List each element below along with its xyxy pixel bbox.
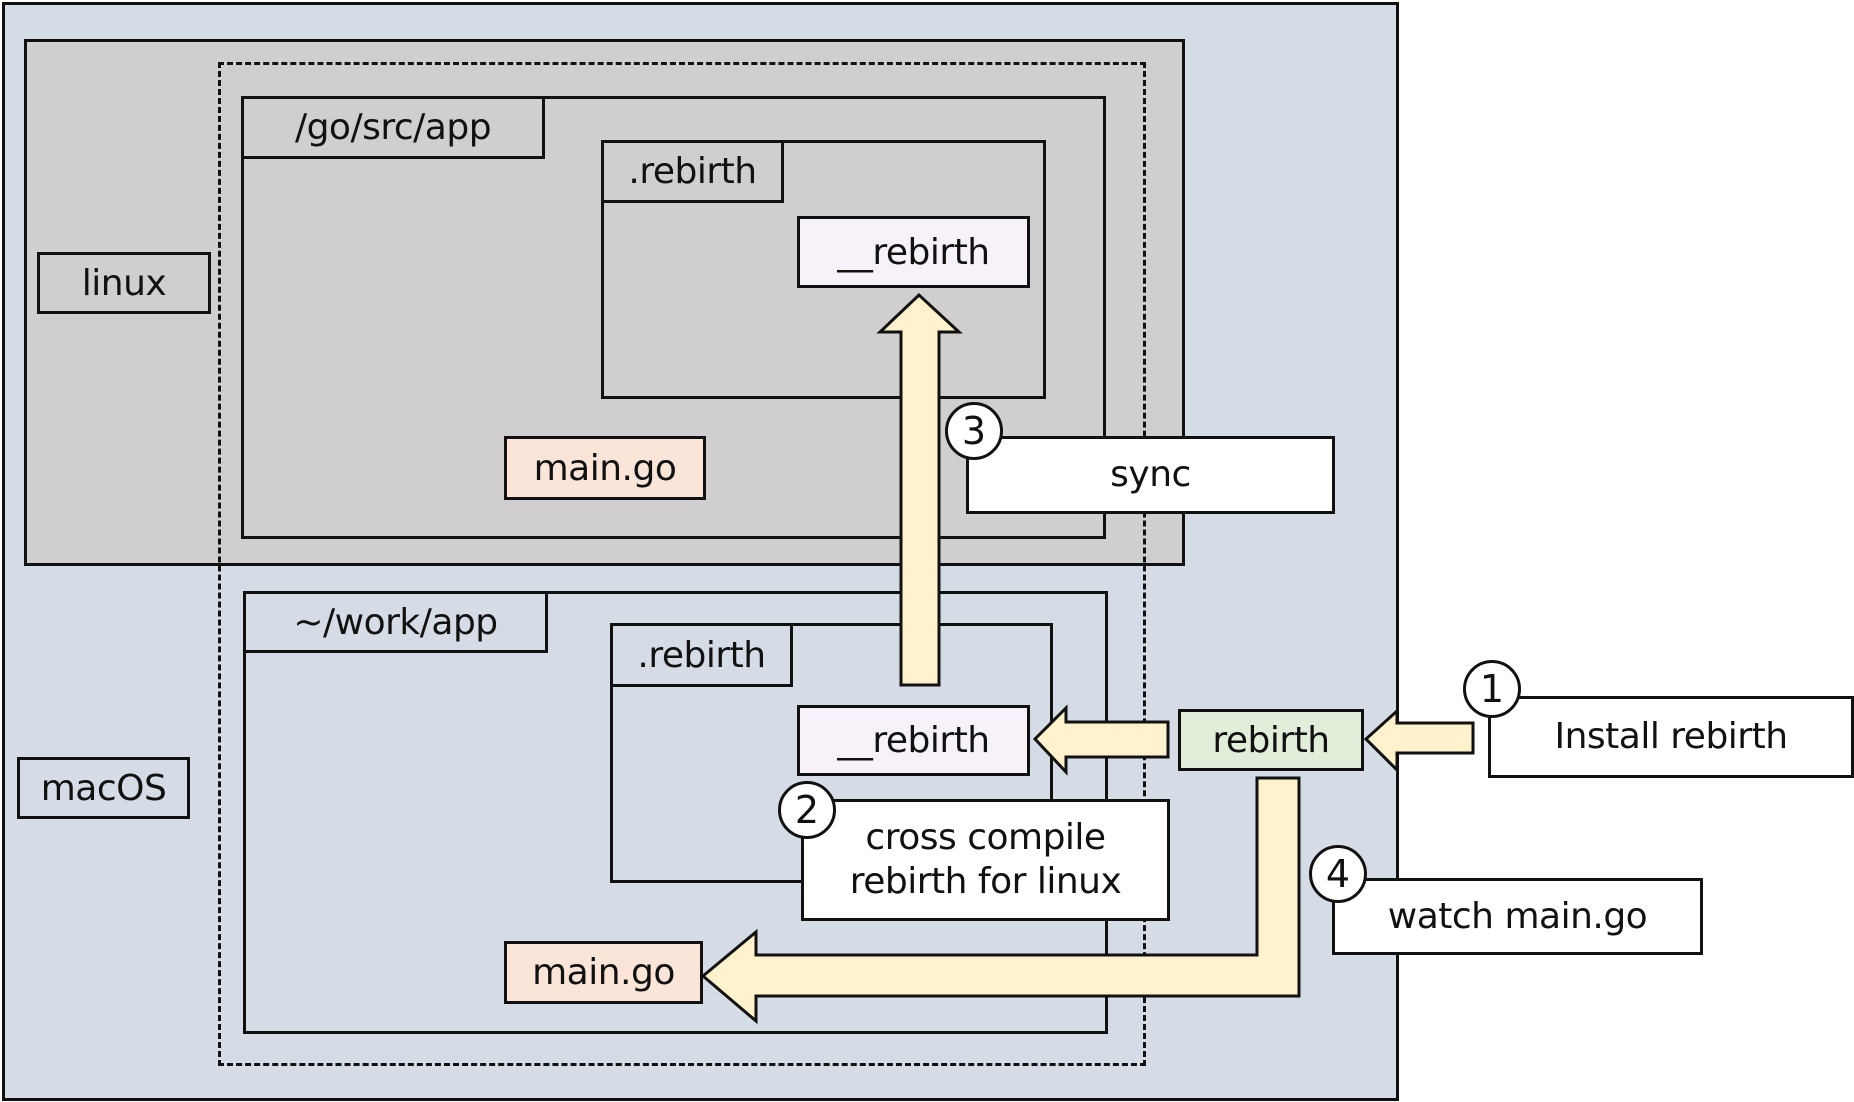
macos-rebirth-binary: __rebirth	[797, 705, 1030, 776]
linux-main-go-file: main.go	[504, 436, 706, 500]
linux-rebirth-directory	[601, 140, 1046, 399]
step-2-text-line2: rebirth for linux	[849, 861, 1122, 902]
sync-arrow	[876, 292, 963, 687]
rebirth-tool: rebirth	[1178, 709, 1364, 771]
install-arrow	[1363, 707, 1475, 774]
step-3-text: sync	[1110, 454, 1191, 495]
linux-label: linux	[37, 252, 211, 314]
watch-arrow	[700, 776, 1301, 1025]
macos-label: macOS	[17, 757, 190, 819]
step-1-badge: 1	[1463, 660, 1521, 718]
step-2-badge: 2	[778, 781, 836, 839]
step-1-callout: Install rebirth	[1488, 696, 1854, 778]
step-3-badge: 3	[945, 402, 1003, 460]
linux-rebirth-binary: __rebirth	[797, 216, 1030, 288]
step-4-text: watch main.go	[1387, 895, 1648, 937]
linux-rebirth-directory-label: .rebirth	[601, 140, 784, 203]
macos-rebirth-directory-label: .rebirth	[610, 623, 793, 687]
linux-app-directory	[241, 96, 1106, 539]
step-2-text-line1: cross compile	[865, 817, 1106, 858]
macos-app-directory-label: ~/work/app	[243, 591, 548, 653]
step-3-callout: sync	[966, 436, 1335, 514]
linux-app-directory-label: /go/src/app	[241, 96, 545, 159]
step-4-badge: 4	[1309, 845, 1367, 903]
synced-volume-boundary	[218, 62, 1146, 1066]
step-1-text: Install rebirth	[1554, 716, 1788, 757]
step-2-callout: cross compile rebirth for linux	[801, 799, 1170, 921]
step-4-callout: watch main.go	[1332, 878, 1703, 955]
cross-compile-arrow	[1032, 704, 1170, 776]
macos-main-go-file: main.go	[504, 941, 703, 1004]
